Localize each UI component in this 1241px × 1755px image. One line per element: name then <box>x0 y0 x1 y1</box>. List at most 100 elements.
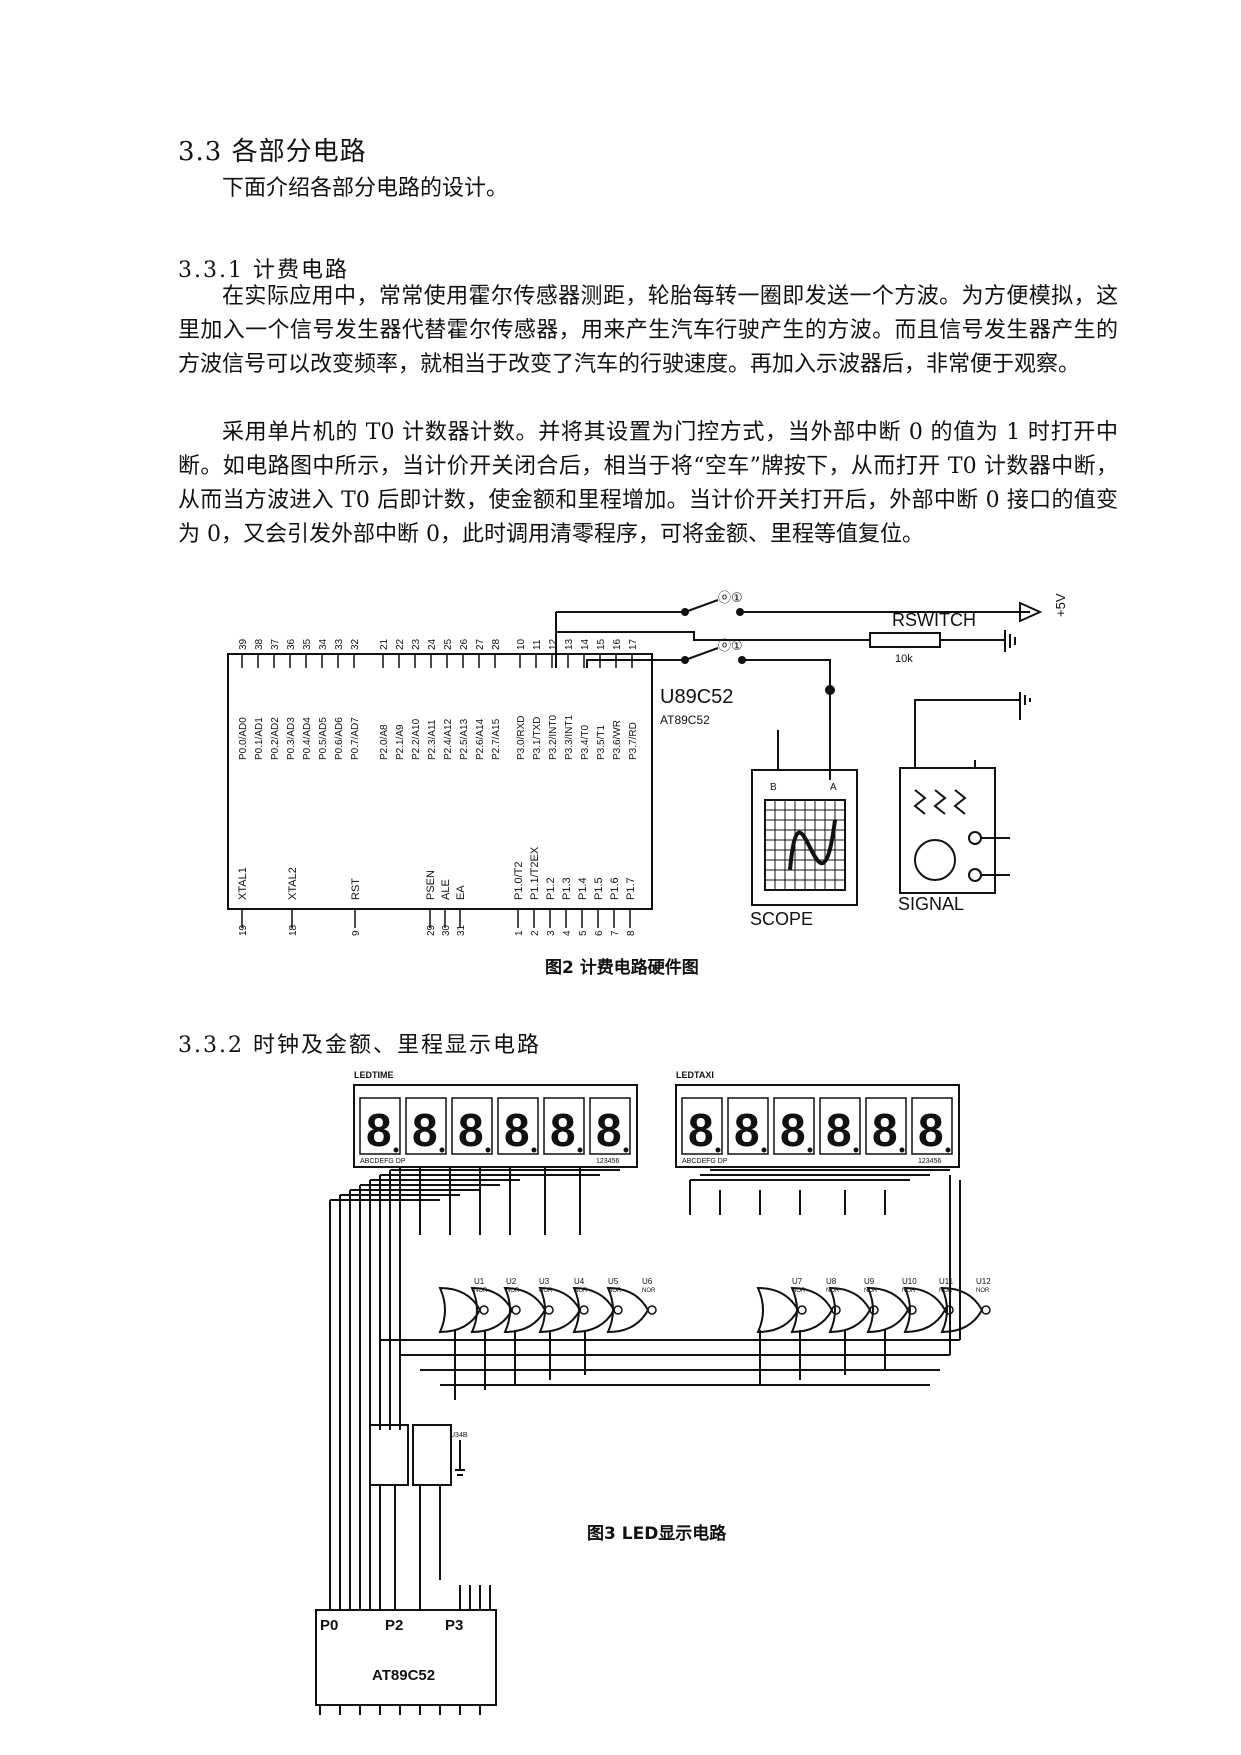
sub1-paragraph-1: 在实际应用中，常常使用霍尔传感器测距，轮胎每转一圈即发送一个方波。为方便模拟，这… <box>178 284 1118 377</box>
gate-label: U4 <box>574 1277 585 1286</box>
nor-gate <box>940 1286 984 1334</box>
fig2-pin-name: P1.4 <box>577 877 589 900</box>
fig3-decoder-label: U34B <box>450 1432 468 1439</box>
fig2-pin-number: 35 <box>302 638 313 650</box>
fig2-pin-number: 33 <box>334 638 345 650</box>
fig2-pin-number: 2 <box>530 930 541 936</box>
led-digit <box>359 1097 401 1155</box>
led-digit <box>819 1097 861 1155</box>
section-heading: 3.3 各部分电路 <box>178 137 367 167</box>
fig2-pin-name: P0.0/AD0 <box>238 717 249 760</box>
nor-gate <box>606 1286 650 1334</box>
nor-gate <box>903 1286 947 1334</box>
led-digit <box>911 1097 953 1155</box>
gate-type: NOR <box>902 1288 916 1294</box>
fig3-digit-label-left: 123456 <box>596 1158 619 1165</box>
fig2-chip-model: AT89C52 <box>660 713 710 727</box>
fig2-pin-name: P1.1/T2EX <box>529 846 541 900</box>
led-digit-glyph: 8 <box>504 1104 530 1156</box>
fig2-pin-name: P0.4/AD4 <box>302 717 313 760</box>
fig2-pin-number: 10 <box>516 638 527 650</box>
fig2-pin-name: P3.6/WR <box>612 720 623 760</box>
gate-type: NOR <box>574 1288 588 1294</box>
fig2-pin-number: 16 <box>612 638 623 650</box>
led-digit <box>773 1097 815 1155</box>
gate-type: NOR <box>864 1288 878 1294</box>
led-digit <box>405 1097 447 1155</box>
fig3-led-left-label: LEDTIME <box>354 1070 394 1080</box>
led-digit-glyph: 8 <box>458 1104 484 1156</box>
fig2-pin-number: 18 <box>288 924 299 936</box>
fig2-chip-name: U89C52 <box>660 686 733 708</box>
fig2-circuit: 39P0.0/AD038P0.1/AD137P0.2/AD236P0.3/AD3… <box>227 590 1068 936</box>
nor-gate <box>866 1286 910 1334</box>
fig2-pin-name: P3.7/RD <box>628 722 639 760</box>
fig3-led-right-label: LEDTAXI <box>676 1070 714 1080</box>
sub1-heading: 3.3.1 计费电路 <box>178 258 349 283</box>
section-intro: 下面介绍各部分电路的设计。 <box>222 176 509 201</box>
gate-label: U11 <box>939 1277 954 1286</box>
sub2-heading: 3.3.2 时钟及金额、里程显示电路 <box>178 1033 541 1058</box>
led-digit-glyph: 8 <box>734 1104 760 1156</box>
led-digit-glyph: 8 <box>688 1104 714 1156</box>
fig2-pin-name: P2.5/A13 <box>459 718 470 760</box>
gate-label: U10 <box>902 1277 917 1286</box>
fig2-pin-number: 7 <box>610 930 621 936</box>
fig2-pin-number: 24 <box>427 638 438 650</box>
fig2-pin-name: P1.3 <box>561 877 573 900</box>
nor-gate <box>756 1286 800 1334</box>
fig2-pin-number: 27 <box>475 638 486 650</box>
led-digit-glyph: 8 <box>366 1104 392 1156</box>
fig2-pin-number: 4 <box>562 930 573 936</box>
fig3-chip-name: AT89C52 <box>372 1667 435 1684</box>
fig2-supply-label: +5V <box>1053 593 1068 617</box>
gate-type: NOR <box>939 1288 953 1294</box>
led-digit-glyph: 8 <box>550 1104 576 1156</box>
fig3-seg-label-right: ABCDEFG DP <box>682 1158 728 1165</box>
fig2-pin-name: P1.5 <box>593 877 605 900</box>
fig2-pin-name: P2.1/A9 <box>395 724 406 760</box>
gate-type: NOR <box>474 1288 488 1294</box>
fig2-pin-number: 9 <box>351 930 362 936</box>
fig2-pin-number: 38 <box>254 638 265 650</box>
fig2-pin-name: P0.7/AD7 <box>350 717 361 760</box>
nor-gate <box>572 1286 616 1334</box>
fig2-pin-name: ALE <box>440 879 452 900</box>
fig2-resistor-value: 10k <box>895 653 913 665</box>
fig2-pin-name: RST <box>350 878 362 900</box>
gate-label: U5 <box>608 1277 619 1286</box>
fig2-pin-name: P2.3/A11 <box>427 719 438 760</box>
nor-gate <box>828 1286 872 1334</box>
led-digit <box>497 1097 539 1155</box>
led-digit <box>727 1097 769 1155</box>
led-digit-glyph: 8 <box>918 1104 944 1156</box>
fig2-pin-name: P2.2/A10 <box>411 718 422 760</box>
fig2-resistor-name: RSWITCH <box>892 610 976 630</box>
fig2-scope-b: B <box>770 782 777 793</box>
gate-label: U12 <box>976 1277 991 1286</box>
fig2-pin-name: EA <box>455 885 467 900</box>
led-digit <box>543 1097 585 1155</box>
fig2-pin-name: P2.6/A14 <box>475 718 486 760</box>
fig2-pin-number: 15 <box>596 638 607 650</box>
gate-type: NOR <box>539 1288 553 1294</box>
nor-gate <box>438 1286 482 1334</box>
fig2-pin-name: P1.2 <box>545 877 557 900</box>
led-digit-glyph: 8 <box>872 1104 898 1156</box>
fig2-pin-number: 26 <box>459 638 470 650</box>
fig2-pin-number: 29 <box>426 924 437 936</box>
gate-type: NOR <box>642 1288 656 1294</box>
fig2-pin-number: 11 <box>532 639 543 650</box>
fig2-pin-number: 1 <box>514 930 525 936</box>
fig2-pin-number: 5 <box>578 930 589 936</box>
led-digit <box>865 1097 907 1155</box>
fig2-pin-name: P0.5/AD5 <box>318 717 329 760</box>
fig2-pin-number: 13 <box>564 638 575 650</box>
fig2-pin-name: P3.3/INT1 <box>564 715 575 760</box>
led-digit <box>451 1097 493 1155</box>
fig2-scope-label: SCOPE <box>750 909 813 929</box>
fig2-pin-name: XTAL2 <box>287 867 299 900</box>
fig2-pin-name: P2.4/A12 <box>443 718 454 760</box>
gate-label: U9 <box>864 1277 875 1286</box>
